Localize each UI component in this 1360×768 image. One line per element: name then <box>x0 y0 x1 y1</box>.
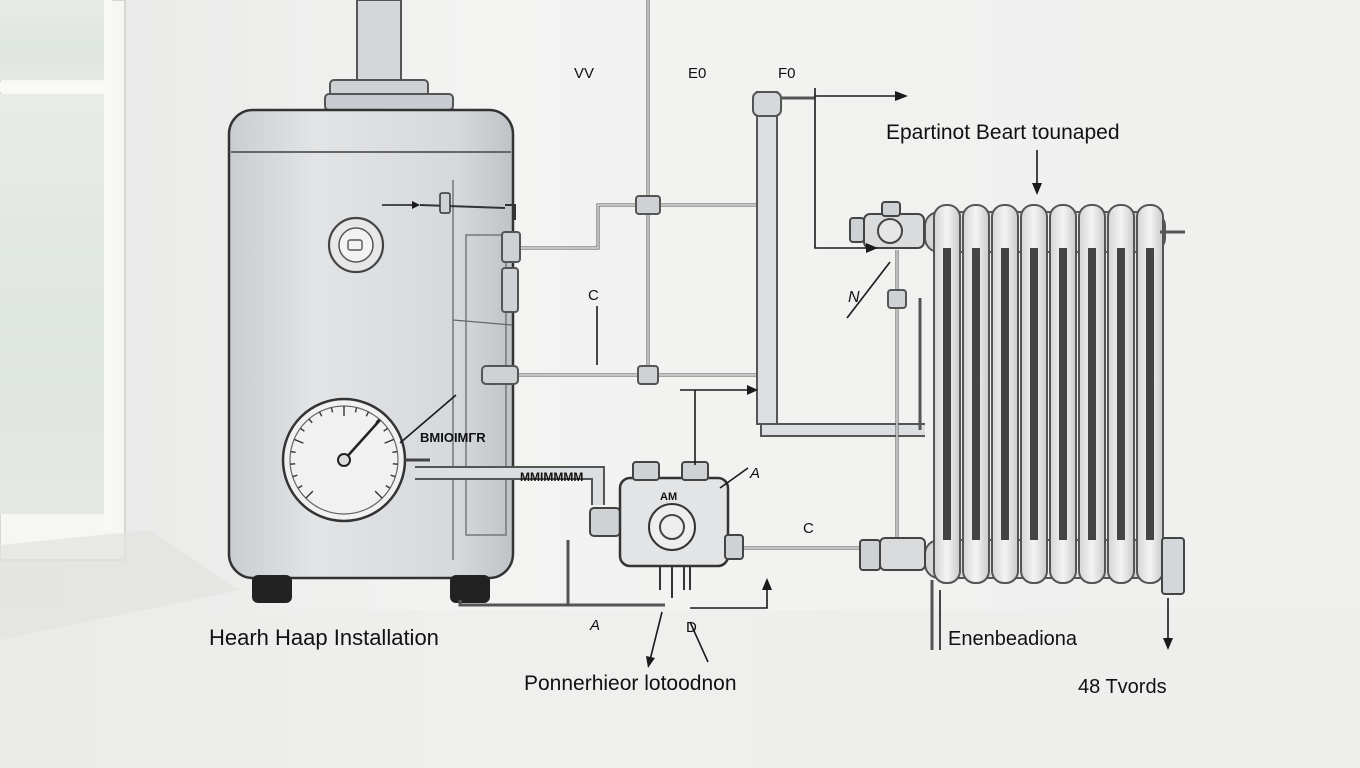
pipe-network <box>415 0 934 650</box>
label-top-c: F0 <box>778 65 796 82</box>
circulation-pump-icon <box>589 461 744 598</box>
probe-icon <box>382 192 516 220</box>
gauge-tick <box>297 485 303 489</box>
words-caption: 48 Tvords <box>1078 676 1167 698</box>
radiator-fin-slot <box>1059 248 1067 540</box>
gauge-tick <box>390 474 396 478</box>
radiator-fin-slot <box>1001 248 1009 540</box>
label-c-mid: C <box>588 287 599 304</box>
gauge-tick <box>299 427 305 432</box>
gauge-tick <box>384 438 395 444</box>
gauge-tick <box>318 411 323 417</box>
gauge-tick <box>374 490 383 499</box>
radiator-fin-slot <box>972 248 980 540</box>
radiator-title: Epartinot Beart tounaped <box>886 121 1120 144</box>
radiator-caption: Enenbeadiona <box>948 628 1078 650</box>
pump-tag: ΑΜ <box>660 491 677 503</box>
boiler-icon <box>227 108 515 603</box>
radiator-fin-slot <box>1088 248 1096 540</box>
label-a-low: A <box>589 617 600 634</box>
boiler-tag: BΜIOIΜΓR <box>420 430 486 445</box>
gauge-tick <box>330 407 334 413</box>
installation-caption: Hearh Haap Installation <box>209 625 439 650</box>
gauge-tick <box>365 411 370 417</box>
gauge-tick <box>290 450 296 454</box>
gauge-tick <box>305 490 314 499</box>
gauge-tick <box>383 427 389 432</box>
pump-caption: Ponnerhieor lotoodnon <box>524 672 737 695</box>
gauge-tick <box>375 418 380 424</box>
radiator-fin-slot <box>943 248 951 540</box>
radiator-fin-slot <box>1030 248 1038 540</box>
pressure-gauge-icon <box>281 397 430 523</box>
label-d-low: D <box>686 619 697 636</box>
radiator-icon <box>924 204 1185 595</box>
gauge-tick <box>293 438 304 444</box>
label-c-right: C <box>803 520 814 537</box>
floor-area <box>0 610 1360 768</box>
window-icon <box>0 0 240 640</box>
valve-icon <box>849 201 926 571</box>
gauge-tick <box>354 407 358 413</box>
gauge-tick <box>292 474 298 478</box>
pipe-tag: ΜΜIΜΜΜΜ <box>520 470 583 484</box>
gauge-tick <box>392 450 398 454</box>
label-n: N <box>848 289 860 306</box>
annotation-lines <box>399 88 1173 668</box>
thermostat-dial-icon <box>327 216 385 274</box>
gauge-tick <box>385 485 391 489</box>
label-top-a: VV <box>574 65 594 82</box>
label-top-b: E0 <box>688 65 706 82</box>
radiator-fin-slot <box>1117 248 1125 540</box>
gauge-tick <box>308 418 313 424</box>
label-a-pump: A <box>749 465 760 482</box>
radiator-fin-slot <box>1146 248 1154 540</box>
